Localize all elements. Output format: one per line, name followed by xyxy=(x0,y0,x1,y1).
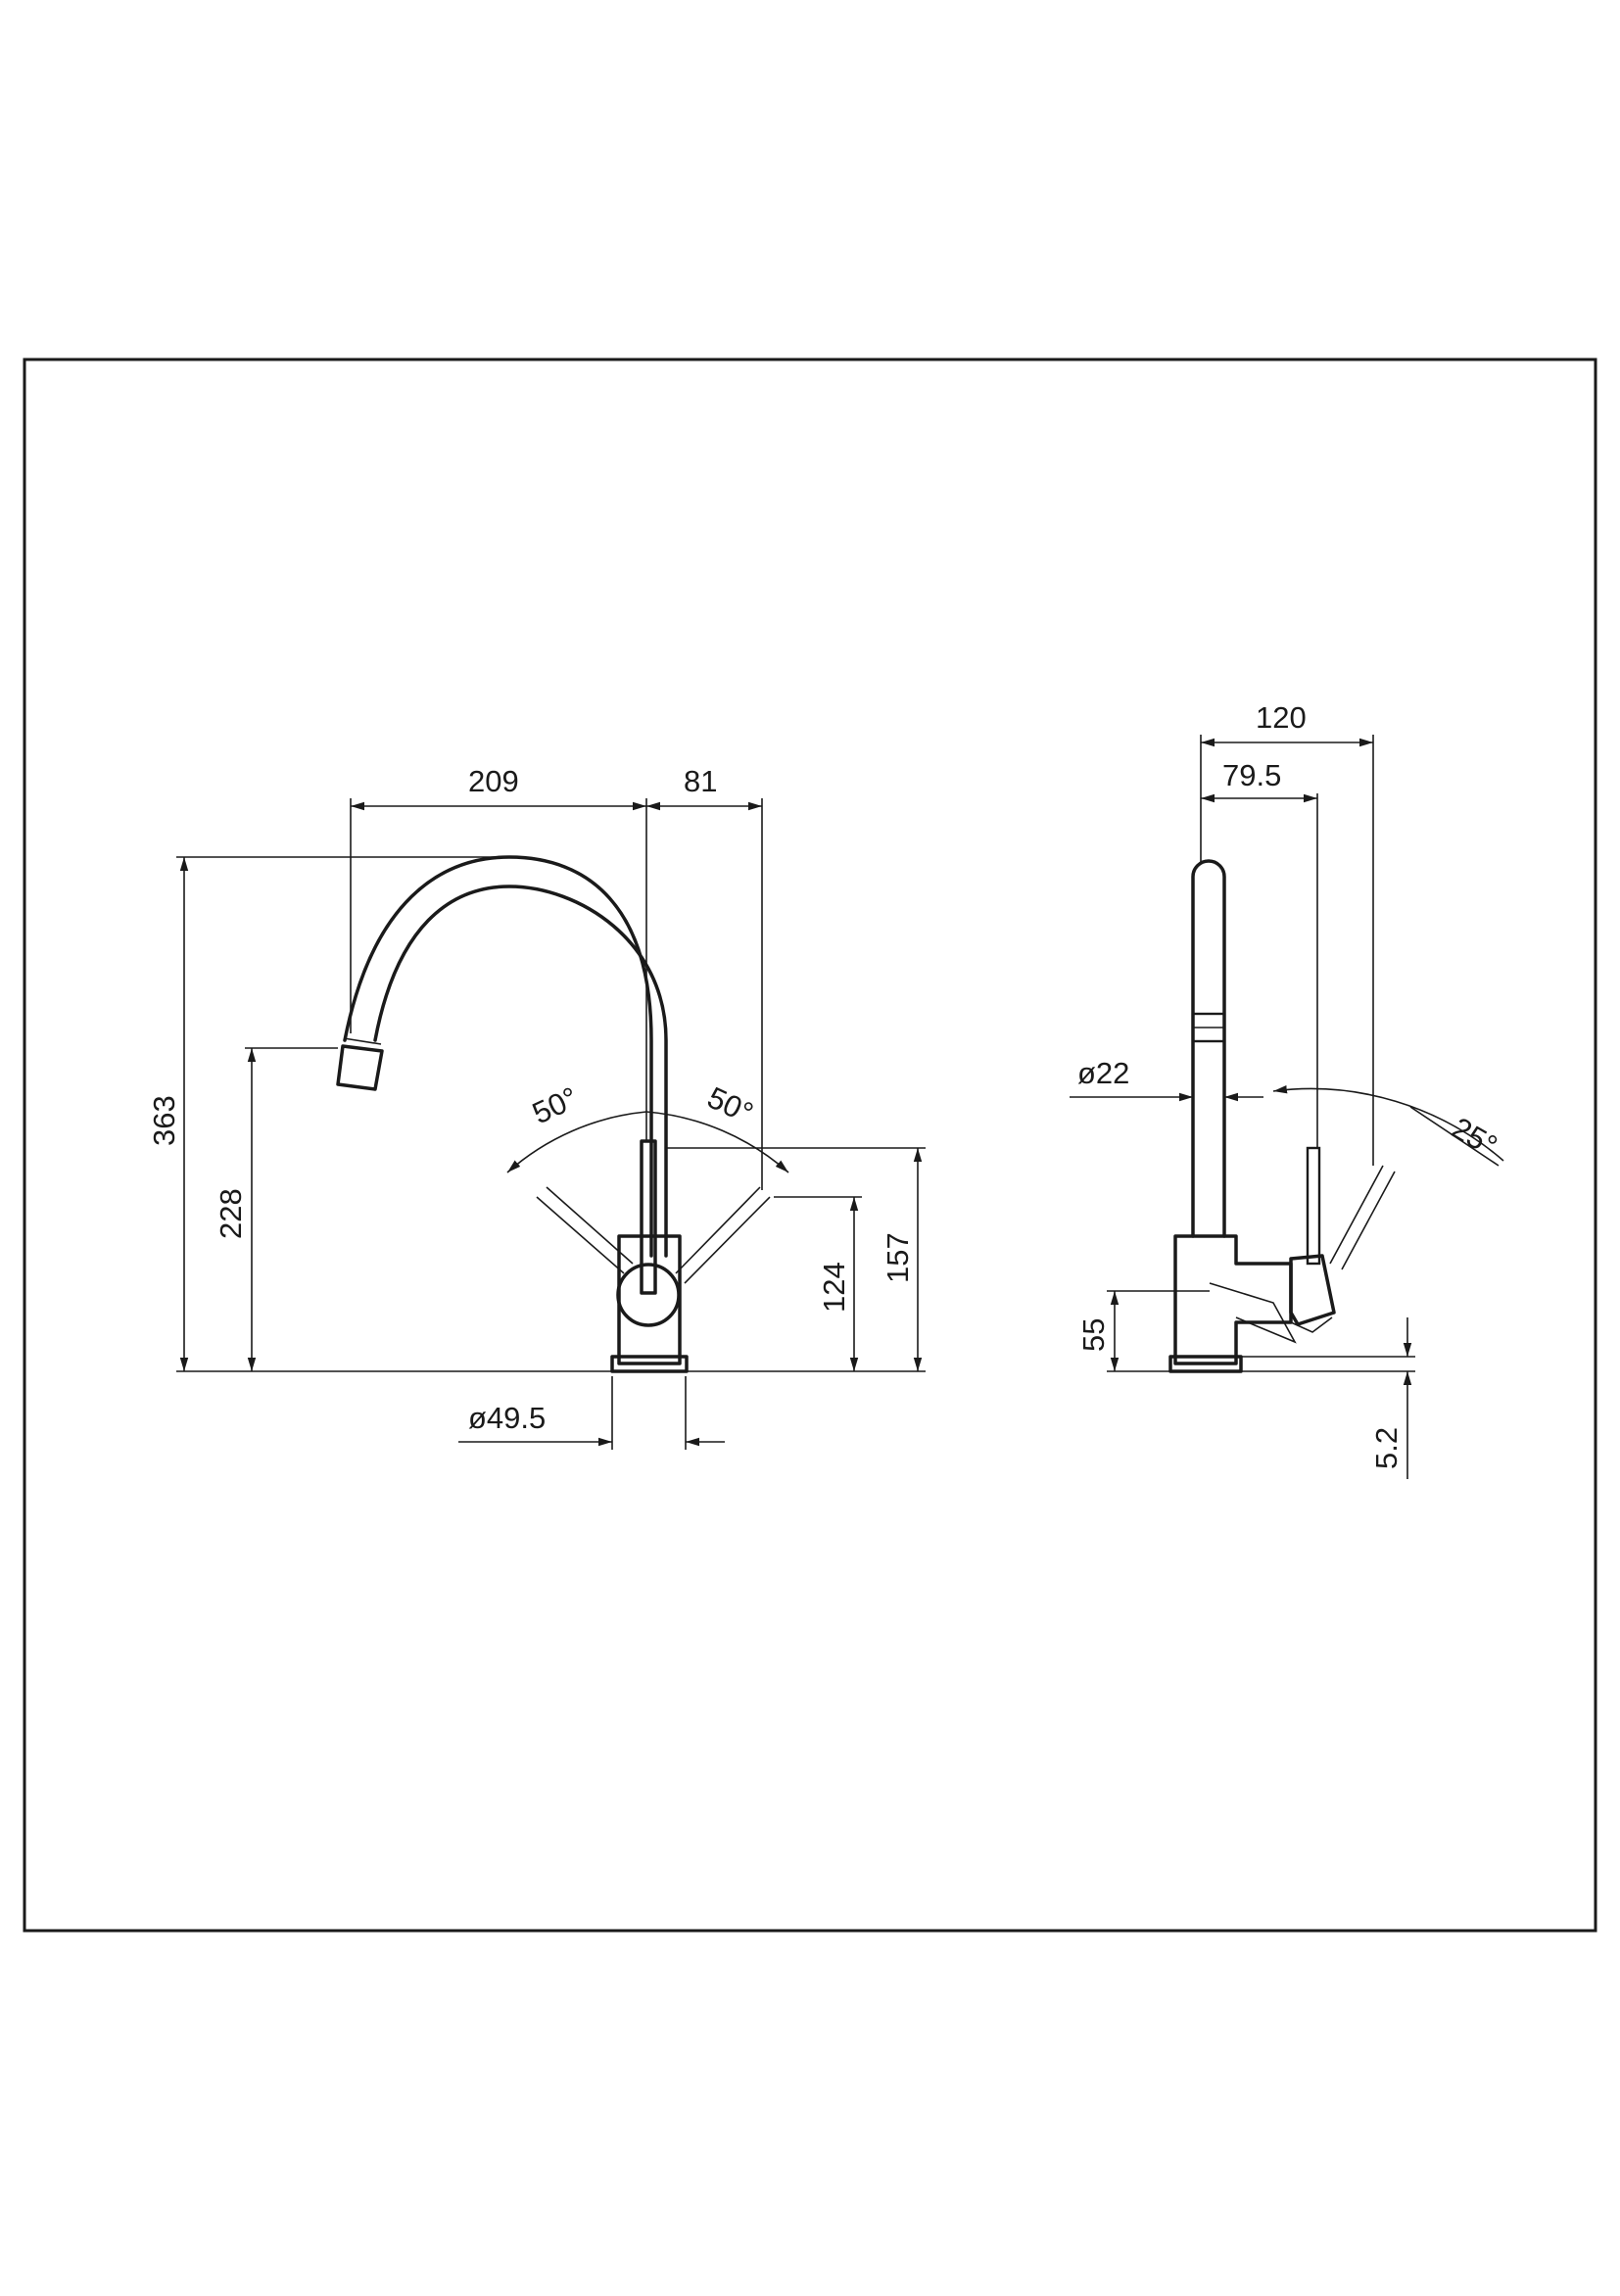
dim-209: 209 xyxy=(468,764,519,798)
lever-ghost-left xyxy=(536,1196,625,1274)
dim-124: 124 xyxy=(817,1262,851,1313)
spout-tube xyxy=(1191,859,1226,1238)
dim-120: 120 xyxy=(1256,700,1307,735)
side-lever xyxy=(1306,1146,1321,1266)
dim-5-2: 5.2 xyxy=(1369,1427,1404,1469)
angle-left-50: 50° xyxy=(527,1080,583,1131)
dim-diameter-22: ø22 xyxy=(1077,1056,1129,1090)
drawing-frame xyxy=(23,358,1597,1933)
spout-tip-band xyxy=(343,1037,382,1045)
spout-tip xyxy=(336,1044,384,1091)
lever-vertical xyxy=(640,1139,657,1295)
dim-55: 55 xyxy=(1076,1318,1111,1352)
spout-outer xyxy=(343,855,653,1258)
dim-363: 363 xyxy=(147,1095,181,1146)
lever-ghost-right xyxy=(675,1186,761,1274)
side-base-ring xyxy=(1168,1355,1243,1373)
dim-79-5: 79.5 xyxy=(1222,758,1281,792)
dim-157: 157 xyxy=(881,1232,915,1283)
side-view: 120 79.5 ø22 25° 55 5.2 xyxy=(1070,700,1504,1479)
angle-25: 25° xyxy=(1447,1111,1503,1164)
lever-hub xyxy=(616,1263,681,1327)
lever-ghost-left-2 xyxy=(546,1186,634,1265)
front-view: 209 81 363 228 124 157 50° 50° ø49.5 xyxy=(147,764,926,1450)
mixer-body xyxy=(617,1234,682,1365)
spout-inner xyxy=(373,885,668,1258)
side-body xyxy=(1173,1234,1293,1365)
dim-81: 81 xyxy=(684,764,717,798)
dim-228: 228 xyxy=(214,1188,248,1239)
angle-right-50: 50° xyxy=(702,1080,758,1131)
dim-diameter-49-5: ø49.5 xyxy=(468,1401,546,1435)
side-lever-block xyxy=(1289,1254,1336,1326)
lever-ghost-right-2 xyxy=(684,1196,771,1284)
base-ring xyxy=(610,1355,689,1373)
